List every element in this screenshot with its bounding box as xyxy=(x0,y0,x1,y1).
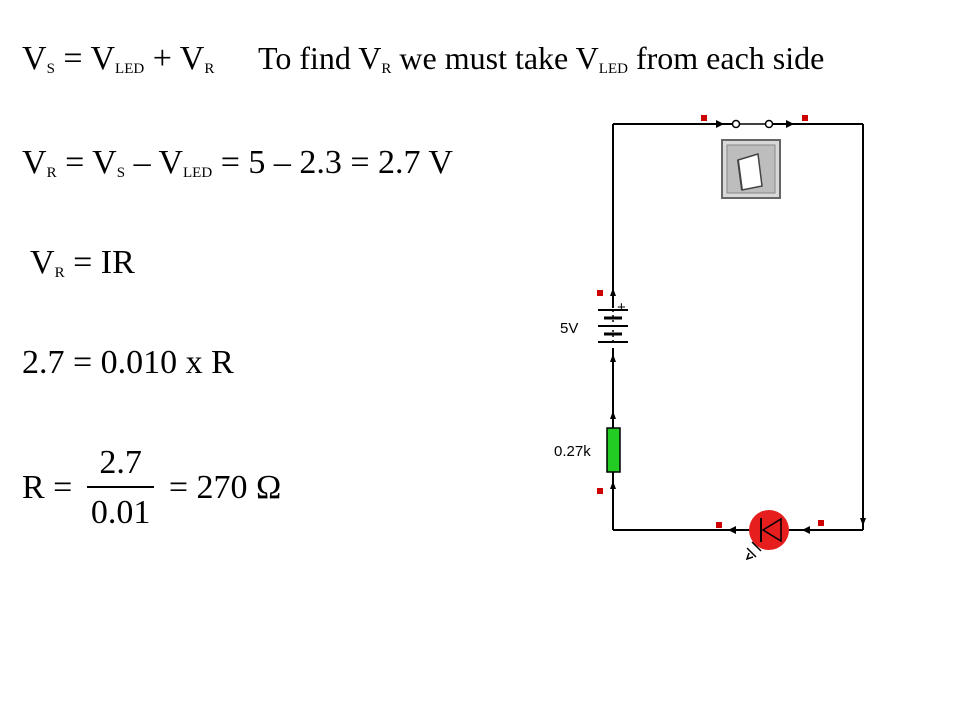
led-subscript: LED xyxy=(115,61,145,77)
r-subscript: R xyxy=(54,265,65,281)
arrow-left-icon xyxy=(802,526,810,534)
note-text: from each side xyxy=(635,40,825,76)
plus-sign: + xyxy=(152,40,172,77)
terminal-marker xyxy=(716,522,722,528)
battery-voltage-label: 5V xyxy=(560,320,578,337)
equation-resistance: R = 2.7 0.01 = 270 Ω xyxy=(22,446,281,530)
arrow-up-icon xyxy=(610,481,616,489)
v-symbol: V xyxy=(179,40,205,77)
led-subscript: LED xyxy=(598,61,628,77)
switch-contact xyxy=(764,119,774,129)
arrow-right-icon xyxy=(786,120,794,128)
r-subscript: R xyxy=(46,165,57,181)
resistor-value-label: 0.27k xyxy=(554,443,591,460)
led-triangle xyxy=(761,517,782,543)
battery-plus-label: + xyxy=(617,299,626,316)
terminal-marker xyxy=(597,488,603,494)
arrow-left-icon xyxy=(728,526,736,534)
instruction-note: To find VR we must take VLED from each s… xyxy=(258,42,824,77)
arrow-up-icon xyxy=(610,354,616,362)
v-symbol: V xyxy=(358,40,382,76)
equation-rhs: = 270 Ω xyxy=(168,469,282,506)
rocker-switch[interactable] xyxy=(721,139,781,199)
equation-ohms-law: VR = IR xyxy=(30,246,135,281)
minus-sign: – xyxy=(133,144,151,181)
arrow-up-icon xyxy=(610,288,616,296)
equation-vr-calc: VR = VS – VLED = 5 – 2.3 = 2.7 V xyxy=(22,146,453,181)
terminal-marker xyxy=(818,520,824,526)
note-text: we must take xyxy=(399,40,569,76)
s-subscript: S xyxy=(46,61,55,77)
terminal-marker xyxy=(802,115,808,121)
circuit-diagram: + 5V 0.27k xyxy=(554,115,866,561)
note-text: To find xyxy=(258,40,351,76)
equation-rhs: = IR xyxy=(73,244,135,281)
terminals xyxy=(597,115,824,528)
led-subscript: LED xyxy=(183,165,213,181)
equation-substitution: 2.7 = 0.010 x R xyxy=(22,346,234,380)
fraction: 2.7 0.01 xyxy=(86,446,155,531)
r-subscript: R xyxy=(204,61,215,77)
v-symbol: V xyxy=(22,40,47,77)
led-light-arrow xyxy=(751,541,762,552)
equation-result: = 5 – 2.3 = 2.7 V xyxy=(220,144,453,181)
arrow-down-icon xyxy=(860,518,866,526)
terminal-marker xyxy=(597,290,603,296)
v-symbol: V xyxy=(92,144,117,181)
current-arrows xyxy=(610,120,866,534)
resistor-body[interactable] xyxy=(606,427,621,473)
fraction-numerator: 2.7 xyxy=(86,446,155,488)
v-symbol: V xyxy=(575,40,599,76)
r-subscript: R xyxy=(381,61,392,77)
v-symbol: V xyxy=(22,144,47,181)
equation-voltage-sum: VS = VLED + VR xyxy=(22,42,214,77)
switch-rocker-edge xyxy=(737,159,743,191)
led-symbol[interactable] xyxy=(745,510,789,561)
equals-sign: = xyxy=(65,144,85,181)
equals-sign: = xyxy=(63,40,83,77)
equation-text: 2.7 = 0.010 x R xyxy=(22,344,234,381)
arrow-right-icon xyxy=(716,120,724,128)
arrow-up-icon xyxy=(610,411,616,419)
v-symbol: V xyxy=(30,244,55,281)
led-light-arrowhead xyxy=(745,552,754,561)
terminal-marker xyxy=(701,115,707,121)
switch-symbol xyxy=(731,119,774,129)
battery-symbol xyxy=(598,309,628,343)
equation-lhs: R = xyxy=(22,469,73,506)
fraction-denominator: 0.01 xyxy=(90,494,151,531)
led-light-arrow xyxy=(746,547,757,558)
switch-contact xyxy=(731,119,741,129)
s-subscript: S xyxy=(116,165,126,181)
v-symbol: V xyxy=(158,144,184,181)
v-symbol: V xyxy=(90,40,116,77)
